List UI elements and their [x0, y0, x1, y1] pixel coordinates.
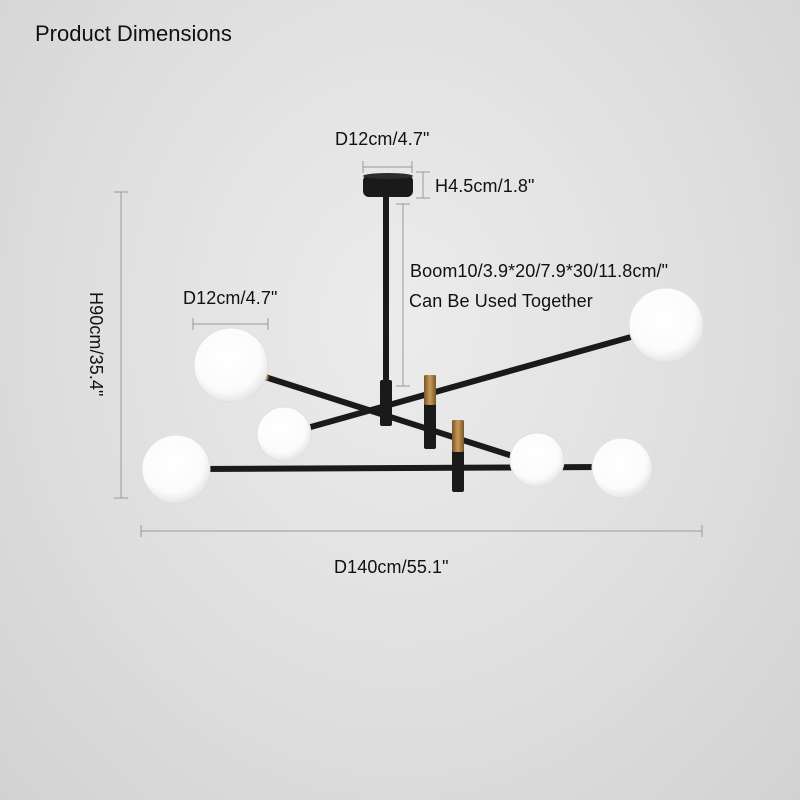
canopy-diameter-label: D12cm/4.7": [335, 129, 430, 149]
globes: [141, 287, 704, 504]
globe-upper-left: [193, 327, 269, 403]
globe-upper-right: [628, 287, 704, 363]
boom-connectors: [424, 375, 464, 492]
page-title: Product Dimensions: [35, 21, 232, 46]
overall-width-label: D140cm/55.1": [334, 557, 449, 577]
overall-height-label: H90cm/35.4": [86, 292, 106, 397]
canopy-height-label: H4.5cm/1.8": [435, 176, 535, 196]
globe-middle-left: [256, 406, 312, 462]
globe-lower-right: [591, 437, 653, 499]
globe-diameter-label: D12cm/4.7": [183, 288, 278, 308]
globe-lower-left: [141, 434, 211, 504]
dimension-guides: [114, 161, 703, 537]
boom-lengths-label: Boom10/3.9*20/7.9*30/11.8cm/": [410, 261, 669, 281]
stem: [383, 196, 389, 388]
canopy: [363, 173, 413, 197]
boom-note-label: Can Be Used Together: [409, 291, 593, 311]
globe-middle-right: [509, 432, 565, 488]
